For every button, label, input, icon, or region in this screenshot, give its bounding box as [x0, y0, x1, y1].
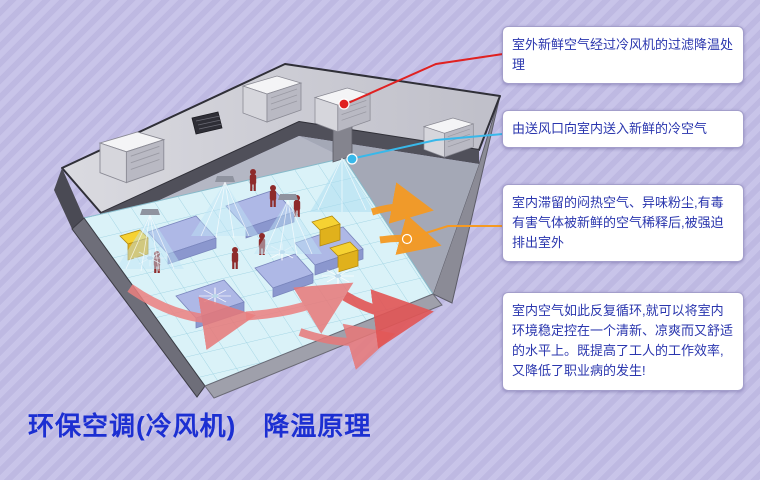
callout-box-circulation: 室内空气如此反复循环,就可以将室内环境稳定控在一个清新、凉爽而又舒适的水平上。既…: [502, 292, 744, 391]
callout-line-2: [354, 133, 504, 159]
callout-box-fresh-air-filtering: 室外新鲜空气经过冷风机的过滤降温处理: [502, 26, 744, 85]
callout-dot-1: [338, 98, 350, 110]
callout-text-2: 由送风口向室内送入新鲜的冷空气: [512, 121, 708, 136]
callout-dot-3: [401, 233, 413, 245]
callout-connectors: [338, 53, 504, 245]
front-walls: [71, 217, 443, 399]
page-title: 环保空调(冷风机) 降温原理: [28, 411, 372, 441]
workers: [153, 169, 301, 273]
callout-dot-2: [346, 153, 358, 165]
rooftop-cooler-units: [98, 75, 475, 184]
callout-text-4: 室内空气如此反复循环,就可以将室内环境稳定控在一个清新、凉爽而又舒适的水平上。既…: [512, 303, 734, 379]
roof-vent-grille: [191, 111, 223, 135]
callout-text-1: 室外新鲜空气经过冷风机的过滤降温处理: [512, 37, 734, 73]
supply-air-duct: [310, 121, 374, 212]
factory-building: [54, 63, 501, 387]
yellow-machines: [119, 215, 359, 273]
callout-line-1: [345, 53, 504, 105]
airflow-arrows: [127, 182, 442, 370]
workbenches: [147, 189, 364, 329]
air-diffuser-cones: [116, 121, 374, 272]
floor-air-diffusion: [134, 243, 354, 305]
callout-box-supply-vent: 由送风口向室内送入新鲜的冷空气: [502, 110, 744, 149]
callout-line-3: [409, 225, 503, 239]
callout-text-3: 室内滞留的闷热空气、异味粉尘,有毒有害气体被新鲜的空气稀释后,被强迫排出室外: [512, 195, 724, 251]
callout-box-exhaust: 室内滞留的闷热空气、异味粉尘,有毒有害气体被新鲜的空气稀释后,被强迫排出室外: [502, 184, 744, 263]
